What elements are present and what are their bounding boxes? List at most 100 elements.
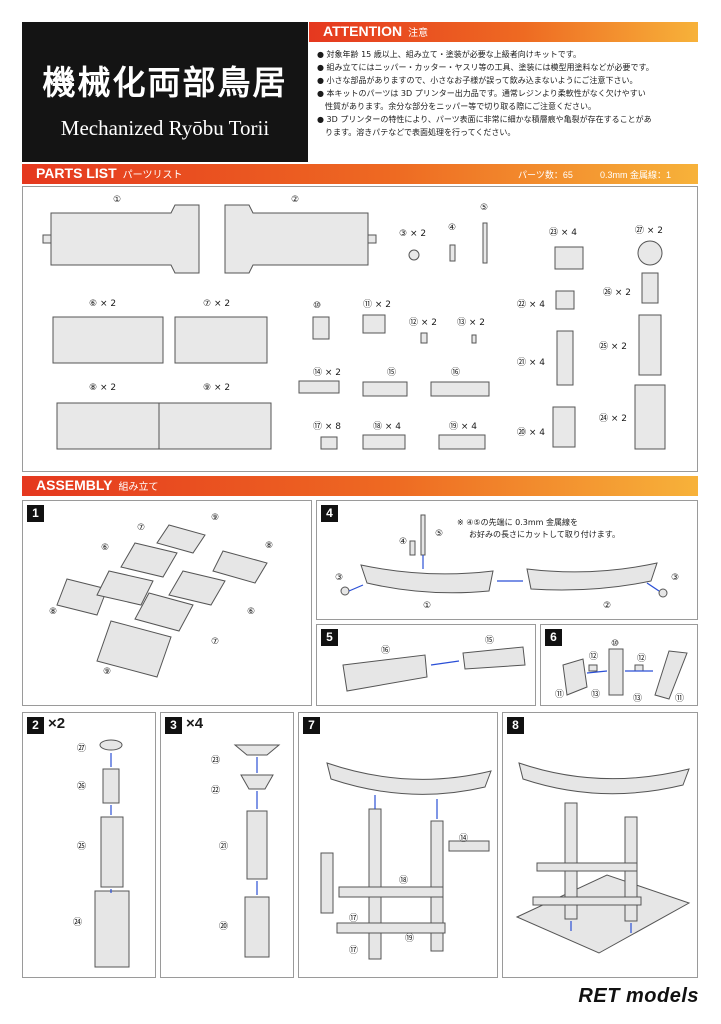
part-label: ② bbox=[291, 195, 300, 205]
attention-item: ● 組み立てにはニッパー・カッター・ヤスリ等の工具、塗装には模型用塗料などが必要… bbox=[317, 63, 654, 72]
part-label: ④ bbox=[448, 223, 457, 233]
step-label: ⑫ bbox=[589, 652, 599, 662]
parts-illustration bbox=[42, 204, 666, 450]
step-label: ⑪ bbox=[675, 694, 685, 704]
step-label: ⑦ bbox=[211, 637, 220, 647]
step-label: ⑰ bbox=[349, 946, 359, 956]
part-label: ⑩ bbox=[313, 301, 322, 311]
brand-logo: RET models bbox=[578, 985, 699, 1007]
step-number: 5 bbox=[321, 629, 338, 646]
part-label: ⑪ × 2 bbox=[363, 300, 392, 310]
attention-item: ● 3D プリンターの特性により、パーツ表面に非常に細かな積層痕や亀裂が存在する… bbox=[317, 115, 652, 124]
step-3-panel: 3 ×4 ㉓ ㉒ ㉑ ⑳ bbox=[160, 712, 294, 978]
attention-item: ● 小さな部品がありますので、小さなお子様が誤って飲み込まないようにご注意下さい… bbox=[317, 76, 638, 85]
parts-list-panel: ① ② ③ × 2 ④ ⑤ ⑥ × 2 ⑦ × 2 ⑧ × 2 ⑨ × 2 ⑩ … bbox=[22, 186, 698, 472]
step-label: ⑫ bbox=[637, 654, 647, 664]
part-label: ㉒ × 4 bbox=[517, 300, 546, 310]
step-label: ⑩ bbox=[611, 639, 620, 649]
step-number: 4 bbox=[321, 505, 338, 522]
part-label: ⑯ bbox=[451, 368, 461, 378]
attention-item: ● 対象年齢 15 歳以上、組み立て・塗装が必要な上級者向けキットです。 bbox=[317, 50, 581, 59]
step-label: ⑰ bbox=[349, 914, 359, 924]
step-label: ㉒ bbox=[211, 786, 221, 796]
part-label: ⑬ × 2 bbox=[457, 318, 486, 328]
step-label: ⑭ bbox=[459, 834, 469, 844]
step-number: 8 bbox=[507, 717, 524, 734]
step-label: ③ bbox=[335, 573, 344, 583]
step-2-panel: 2 ×2 ㉗ ㉖ ㉕ ㉔ bbox=[22, 712, 156, 978]
attention-item: ります。溶きパテなどで表面処理を行ってください。 bbox=[317, 128, 516, 137]
step-4-note: ※ ④⑤の先端に 0.3mm 金属線を お好みの長さにカットして取り付けます。 bbox=[457, 518, 620, 539]
part-label: ㉗ × 2 bbox=[635, 226, 664, 236]
step-3-illustration bbox=[233, 744, 281, 958]
attention-item: 性質があります。余分な部分をニッパー等で切り取る際にご注意ください。 bbox=[317, 102, 597, 111]
part-label: ㉑ × 4 bbox=[517, 358, 546, 368]
step-label: ⑥ bbox=[101, 543, 110, 553]
step-label: ⑯ bbox=[381, 646, 391, 656]
step-8-panel: 8 bbox=[502, 712, 698, 978]
part-label: ⑥ × 2 bbox=[89, 299, 117, 309]
step-label: ㉗ bbox=[77, 744, 87, 754]
step-5-illustration bbox=[342, 646, 526, 692]
step-number: 6 bbox=[545, 629, 562, 646]
step-label: ㉕ bbox=[77, 842, 87, 852]
parts-count: パーツ数：65 bbox=[518, 170, 573, 180]
step-number: 1 bbox=[27, 505, 44, 522]
step-4-illustration bbox=[340, 514, 668, 598]
part-label: ⑰ × 8 bbox=[313, 422, 342, 432]
step-multiplier: ×4 bbox=[186, 715, 204, 732]
part-label: ⑫ × 2 bbox=[409, 318, 438, 328]
part-label: ㉕ × 2 bbox=[599, 342, 628, 352]
step-label: ⑨ bbox=[211, 513, 220, 523]
step-label: ㉓ bbox=[211, 756, 221, 766]
step-label: ⑬ bbox=[633, 694, 643, 704]
part-label: ⑳ × 4 bbox=[517, 428, 546, 438]
step-label: ⑪ bbox=[555, 690, 565, 700]
attention-list: ● 対象年齢 15 歳以上、組み立て・塗装が必要な上級者向けキットです。 ● 組… bbox=[317, 48, 697, 139]
step-label: ㉑ bbox=[219, 842, 229, 852]
part-label: ㉓ × 4 bbox=[549, 228, 578, 238]
part-label: ⑲ × 4 bbox=[449, 422, 478, 432]
step-4-panel: 4 ※ ④⑤の先端に 0.3mm 金属線を お好みの長さにカットして取り付けます… bbox=[316, 500, 698, 620]
step-label: ⑨ bbox=[103, 667, 112, 677]
step-label: ⑦ bbox=[137, 523, 146, 533]
part-label: ⑮ bbox=[387, 368, 397, 378]
step-label: ⑮ bbox=[485, 636, 495, 646]
title-block: 機械化両部鳥居 Mechanized Ryōbu Torii bbox=[22, 22, 308, 162]
step-number: 2 bbox=[27, 717, 44, 734]
step-1-panel: 1 ⑨ ⑧ ⑦ ⑥ ⑧ ⑦ ⑥ ⑨ bbox=[22, 500, 312, 706]
step-label: ⑧ bbox=[265, 541, 274, 551]
step-multiplier: ×2 bbox=[48, 715, 66, 732]
step-label: ⑱ bbox=[399, 876, 409, 886]
wire-count: 0.3mm 金属線：1 bbox=[600, 170, 672, 180]
step-label: ⑲ bbox=[405, 934, 415, 944]
part-label: ⑱ × 4 bbox=[373, 422, 402, 432]
step-7-panel: 7 ⑭ ⑱ ⑰ ⑲ ⑰ bbox=[298, 712, 498, 978]
step-6-panel: 6 ⑫ ⑩ ⑫ ⑬ ⑬ ⑪ ⑪ bbox=[540, 624, 698, 706]
attention-item: ● 本キットのパーツは 3D プリンター出力品です。通常レジンより柔軟性がなく欠… bbox=[317, 89, 646, 98]
part-label: ⑨ × 2 bbox=[203, 383, 231, 393]
step-7-illustration bbox=[320, 762, 492, 960]
step-1-illustration bbox=[56, 524, 268, 678]
step-number: 3 bbox=[165, 717, 182, 734]
part-label: ⑧ × 2 bbox=[89, 383, 117, 393]
step-5-panel: 5 ⑯ ⑮ bbox=[316, 624, 536, 706]
part-label: ⑭ × 2 bbox=[313, 368, 342, 378]
part-label: ③ × 2 bbox=[399, 229, 427, 239]
step-label: ⑧ bbox=[49, 607, 58, 617]
part-label: ㉖ × 2 bbox=[603, 288, 632, 298]
step-label: ② bbox=[603, 601, 612, 611]
title-english: Mechanized Ryōbu Torii bbox=[60, 116, 270, 140]
title-japanese: 機械化両部鳥居 bbox=[42, 63, 288, 102]
part-label: ① bbox=[113, 195, 122, 205]
step-label: ⑬ bbox=[591, 690, 601, 700]
step-label: ㉖ bbox=[77, 782, 87, 792]
step-label: ⑤ bbox=[435, 529, 444, 539]
step-2-illustration bbox=[94, 739, 130, 968]
